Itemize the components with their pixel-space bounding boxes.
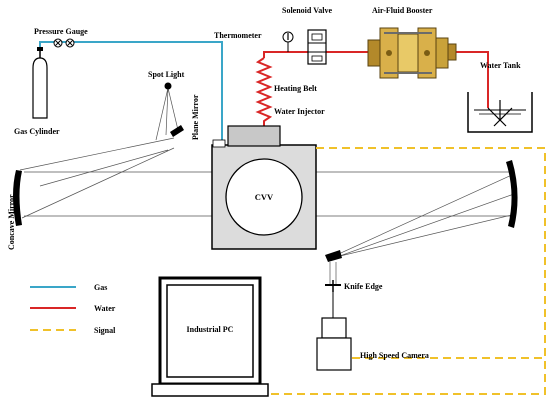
concave-mirror-label: Concave Mirror — [7, 194, 16, 250]
knife-edge — [325, 250, 342, 292]
cvv-label: CVV — [255, 192, 274, 202]
gas-cylinder — [32, 47, 48, 119]
pressure-gauge-label: Pressure Gauge — [34, 27, 88, 36]
water-tank — [467, 92, 533, 133]
high-speed-camera-label: High Speed Camera — [360, 351, 429, 360]
heating-belt-label: Heating Belt — [274, 84, 317, 93]
plane-mirror — [170, 125, 184, 137]
spot-light — [164, 82, 172, 90]
solenoid-valve-label: Solenoid Valve — [282, 6, 332, 15]
thermometer-icon — [282, 31, 294, 52]
legend: Gas Water Signal — [30, 283, 116, 335]
industrial-pc — [151, 276, 269, 397]
concave-mirror-right — [506, 160, 518, 228]
industrial-pc-label: Industrial PC — [187, 325, 234, 334]
water-tank-label: Water Tank — [480, 61, 521, 70]
concave-mirror-left — [13, 170, 22, 226]
air-fluid-booster-label: Air-Fluid Booster — [372, 6, 433, 15]
legend-water-label: Water — [94, 304, 116, 313]
cvv-chamber — [211, 125, 317, 250]
gas-cylinder-label: Gas Cylinder — [14, 127, 60, 136]
thermometer-label: Thermometer — [214, 31, 262, 40]
legend-signal-label: Signal — [94, 326, 116, 335]
spot-light-label: Spot Light — [148, 70, 185, 79]
pressure-gauge-icon — [53, 38, 75, 48]
water-injector-label: Water Injector — [274, 107, 325, 116]
solenoid-valve — [307, 29, 327, 65]
legend-gas-label: Gas — [94, 283, 107, 292]
signal-line — [259, 147, 546, 395]
gas-line — [39, 41, 223, 140]
knife-edge-label: Knife Edge — [344, 282, 383, 291]
plane-mirror-label: Plane Mirror — [191, 94, 200, 140]
heating-belt — [255, 57, 273, 126]
water-line — [263, 51, 489, 108]
air-fluid-booster — [367, 27, 457, 79]
high-speed-camera — [316, 292, 352, 371]
